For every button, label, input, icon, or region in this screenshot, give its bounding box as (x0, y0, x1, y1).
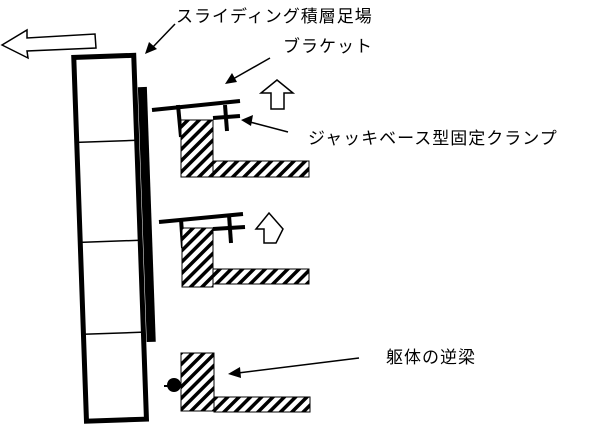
label-sliding-scaffold: スライディング積層足場 (176, 7, 373, 27)
roller-icon (167, 378, 181, 392)
lift-arrow-icon-middle (254, 211, 284, 244)
label-inverted-beam: 躯体の逆梁 (386, 348, 476, 368)
leader-arrow-bracket (225, 57, 271, 84)
slide-direction-arrow-icon (0, 28, 97, 60)
beam-upper (180, 119, 310, 178)
beam-lower (180, 352, 311, 413)
beam-middle (181, 227, 310, 288)
label-bracket: ブラケット (283, 37, 373, 57)
leader-arrow-scaffold (145, 23, 176, 54)
lift-arrow-icon-upper (258, 79, 296, 110)
leader-arrow-clamp (241, 115, 289, 133)
scaffold-tower (71, 52, 156, 424)
label-jack-base-clamp: ジャッキベース型固定クランプ (308, 129, 558, 149)
leader-arrow-beam (228, 357, 360, 378)
